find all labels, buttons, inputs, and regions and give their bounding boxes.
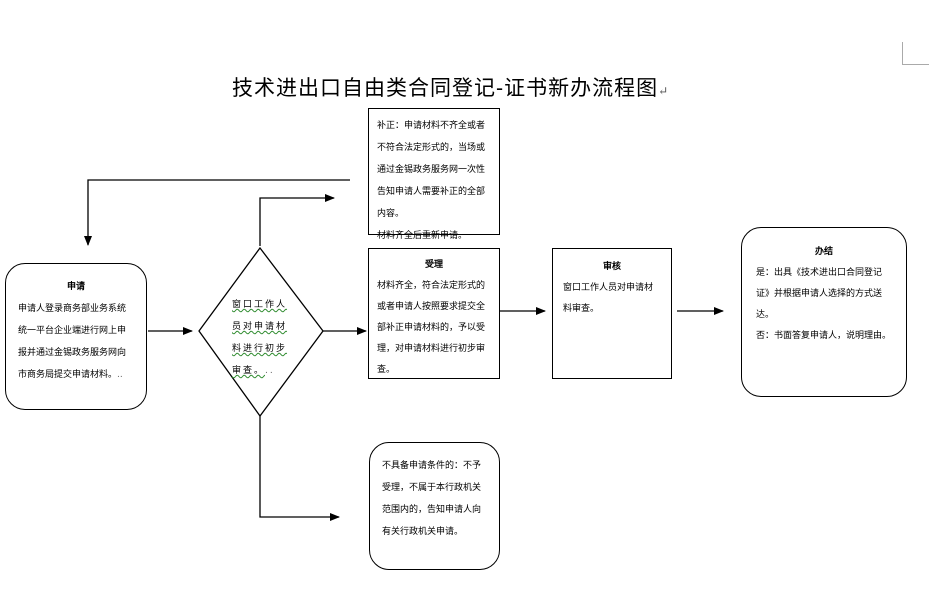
audit-text: 窗口工作人员对申请材料审查。 <box>563 283 654 314</box>
page-corner-mark <box>902 42 929 65</box>
supplement-resubmit-text: 材料齐全后重新申请。 <box>377 231 468 241</box>
arrow-supplement-to-apply <box>84 179 350 246</box>
audit-heading: 审核 <box>602 262 621 272</box>
reject-box: 不具备申请条件的：不予受理，不属于本行政机关范围内的，告知申请人向有关行政机关申… <box>369 442 500 570</box>
apply-text: 申请人登录商务部业务系统统一平台企业端进行网上申报并通过金锡政务服务网向市商务局… <box>18 304 127 380</box>
audit-box: 审核 窗口工作人员对申请材料审查。 <box>552 248 672 379</box>
arrow-review-to-reject <box>259 416 340 521</box>
review-diamond-text: 窗口工作人员对申请材料进行初步审查。.. <box>232 300 288 376</box>
supplement-box: 补正：申请材料不齐全或者不符合法定形式的，当场或通过金锡政务服务网一次性告知申请… <box>368 108 500 241</box>
apply-box: 申请 申请人登录商务部业务系统统一平台企业端进行网上申报并通过金锡政务服务网向市… <box>5 263 147 410</box>
page-title: 技术进出口自由类合同登记-证书新办流程图↵ <box>232 76 670 100</box>
reject-text: 不具备申请条件的：不予受理，不属于本行政机关范围内的，告知申请人向有关行政机关申… <box>382 461 482 537</box>
accept-box: 受理 材料齐全，符合法定形式的或者申请人按照要求提交全部补正申请材料的，予以受理… <box>368 248 500 379</box>
accept-heading: 受理 <box>424 260 443 270</box>
complete-box: 办结 是：出具《技术进出口合同登记证》并根据申请人选择的方式送达。 否：书面答复… <box>741 227 907 397</box>
complete-no-text: 否：书面答复申请人，说明理由。 <box>756 331 892 341</box>
apply-heading: 申请 <box>66 282 85 292</box>
accept-text: 材料齐全，符合法定形式的或者申请人按照要求提交全部补正申请材料的，予以受理，对申… <box>377 281 486 375</box>
complete-yes-text: 是：出具《技术进出口合同登记证》并根据申请人选择的方式送达。 <box>756 268 883 320</box>
review-diamond <box>198 246 324 418</box>
complete-heading: 办结 <box>814 247 833 257</box>
arrow-review-to-supplement <box>259 194 335 246</box>
supplement-text: 补正：申请材料不齐全或者不符合法定形式的，当场或通过金锡政务服务网一次性告知申请… <box>377 121 486 219</box>
